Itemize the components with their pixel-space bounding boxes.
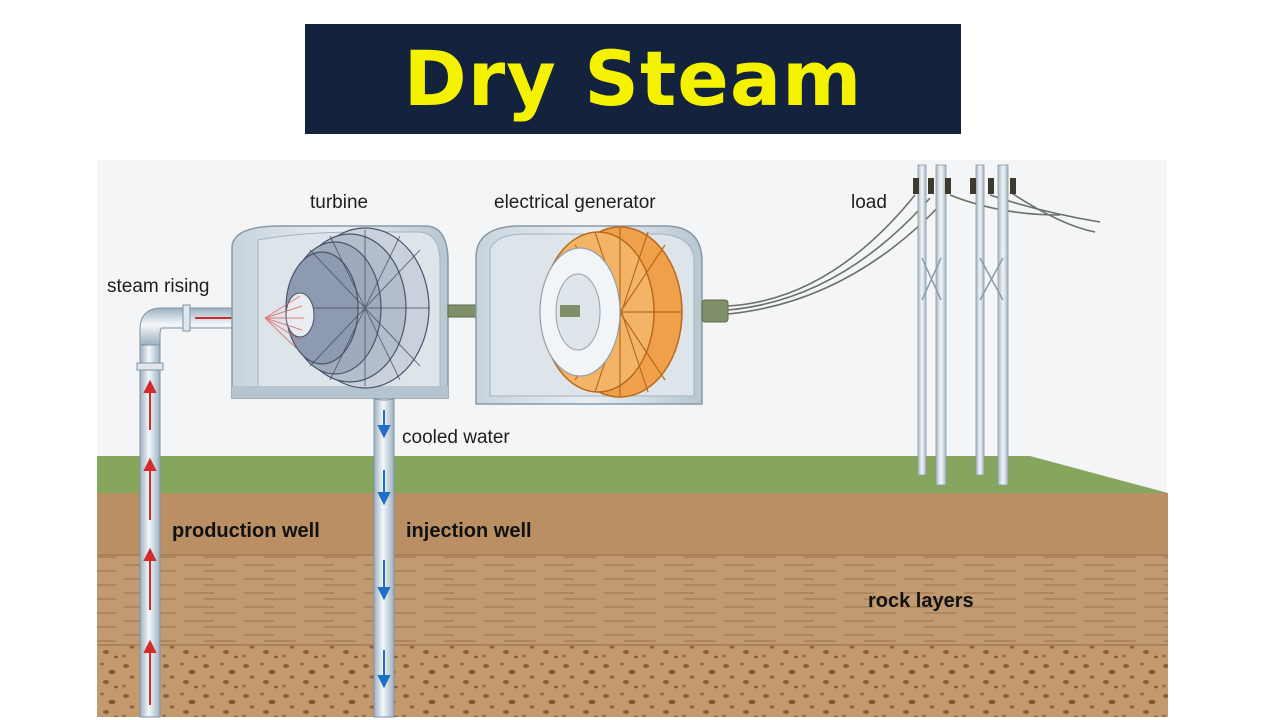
soil-layer: [97, 493, 1168, 555]
steam-jet: [264, 295, 304, 349]
steam-rising-label: steam rising: [107, 276, 209, 297]
generator-terminal: [701, 299, 729, 323]
title-banner: Dry Steam: [305, 24, 961, 134]
diagram-title: Dry Steam: [403, 34, 863, 123]
production-well-label: production well: [172, 520, 320, 542]
turbine-label: turbine: [310, 192, 368, 213]
turbine-rotor-icon: [285, 227, 430, 389]
injection-well-label: injection well: [406, 520, 532, 542]
pebble-layer: [97, 645, 1168, 717]
power-pylon-icon: [913, 164, 1016, 486]
ground-surface: [97, 456, 1168, 493]
load-label: load: [851, 192, 887, 213]
generator-coil-icon: [539, 226, 683, 398]
cooled-water-label: cooled water: [402, 427, 510, 448]
generator-label: electrical generator: [494, 192, 656, 213]
rock-layers-label: rock layers: [868, 590, 974, 612]
rock-strata-layer: [97, 555, 1168, 645]
